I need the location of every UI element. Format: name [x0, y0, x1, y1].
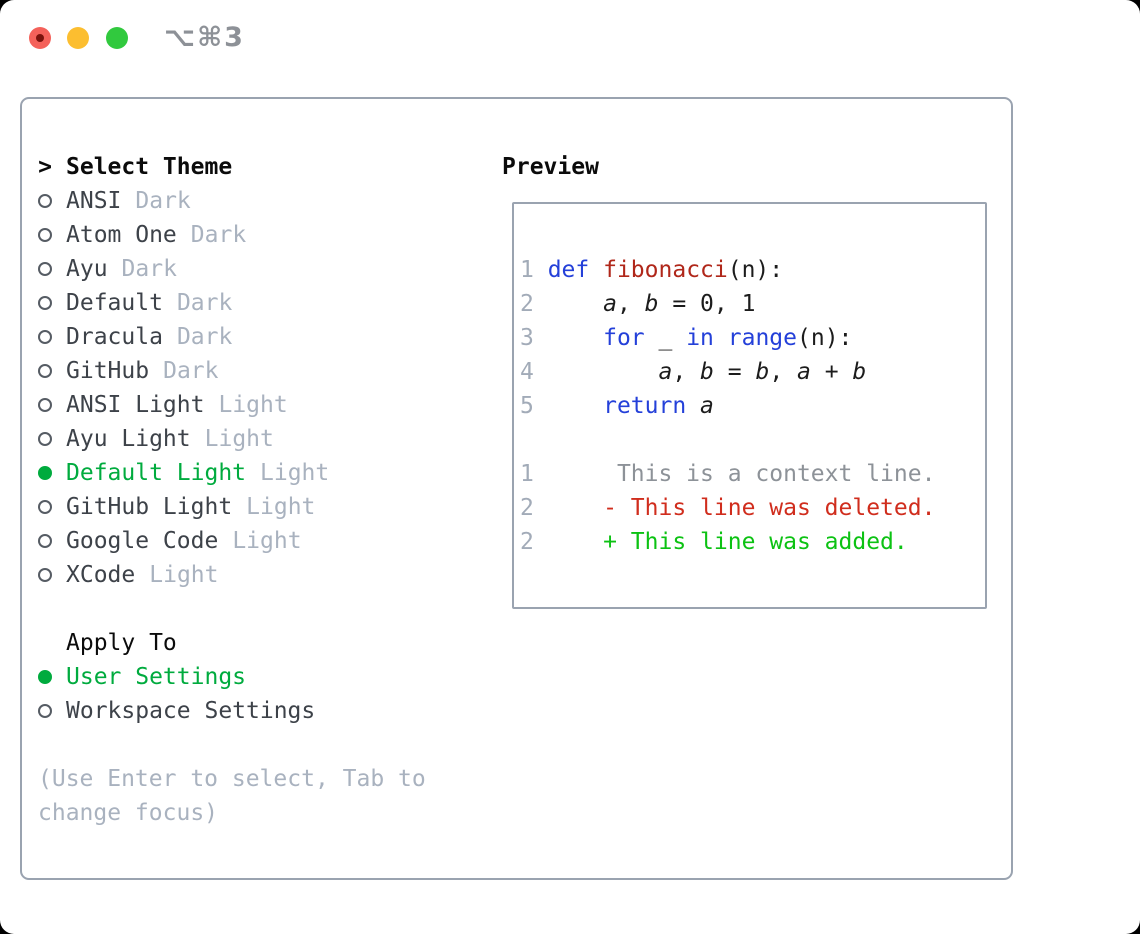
preview-line-5: 5 return a	[520, 393, 714, 419]
radio-icon	[38, 364, 52, 378]
radio-icon	[38, 228, 52, 242]
radio-icon	[38, 466, 52, 480]
line-number: 1	[520, 257, 548, 283]
help-line-1: (Use Enter to select, Tab to	[38, 766, 426, 792]
radio-spacer	[38, 252, 52, 286]
preview-line-6	[520, 423, 985, 457]
radio-spacer	[38, 218, 52, 252]
close-button[interactable]	[29, 27, 51, 49]
radio-spacer	[38, 354, 52, 388]
minimize-button[interactable]	[67, 27, 89, 49]
line-number: 1	[520, 461, 548, 487]
preview-line-3: 3 for _ in range(n):	[520, 325, 853, 351]
radio-icon	[38, 398, 52, 412]
radio-icon	[38, 330, 52, 344]
line-number: 2	[520, 291, 548, 317]
radio-icon	[38, 670, 52, 684]
preview-title: Preview	[502, 154, 599, 180]
radio-icon	[38, 432, 52, 446]
line-number: 2	[520, 529, 548, 555]
radio-spacer	[38, 388, 52, 422]
theme-list-header-row: > Select Theme	[38, 150, 329, 184]
selection-caret-icon: >	[38, 154, 52, 180]
preview-line-2: 2 a, b = 0, 1	[520, 291, 756, 317]
preview-line-9: 2 + This line was added.	[520, 529, 908, 555]
preview-line-7: 1 This is a context line.	[520, 461, 936, 487]
zoom-button[interactable]	[106, 27, 128, 49]
radio-icon	[38, 500, 52, 514]
help-line-2: change focus)	[38, 800, 219, 826]
apply-to-option-workspace-settings[interactable]: Workspace Settings	[38, 694, 315, 728]
radio-spacer	[38, 286, 52, 320]
radio-spacer	[38, 694, 52, 728]
apply-to-option-user-settings[interactable]: User Settings	[38, 660, 315, 694]
line-number: 5	[520, 393, 548, 419]
preview-line-8: 2 - This line was deleted.	[520, 495, 936, 521]
radio-spacer	[38, 422, 52, 456]
apply-to-title: Apply To	[66, 630, 177, 656]
line-number: 3	[520, 325, 548, 351]
apply-to-header-row: Apply To	[38, 626, 315, 660]
preview-line-1: 1 def fibonacci(n):	[520, 257, 784, 283]
radio-spacer	[38, 558, 52, 592]
radio-icon	[38, 704, 52, 718]
radio-spacer	[38, 184, 52, 218]
radio-spacer	[38, 320, 52, 354]
line-number: 4	[520, 359, 548, 385]
preview-code-box: 1 def fibonacci(n): 2 a, b = 0, 1 3 for _ …	[512, 202, 987, 609]
radio-icon	[38, 262, 52, 276]
radio-icon	[38, 296, 52, 310]
radio-icon	[38, 568, 52, 582]
help-text: (Use Enter to select, Tab to change focu…	[38, 762, 426, 830]
radio-spacer	[38, 524, 52, 558]
radio-icon	[38, 194, 52, 208]
window-shortcut-label: ⌥⌘3	[164, 22, 245, 53]
radio-spacer	[38, 456, 52, 490]
line-number: 2	[520, 495, 548, 521]
apply-to-header-spacer	[38, 626, 52, 660]
preview-line-4: 4 a, b = b, a + b	[520, 359, 867, 385]
apply-to-options-container: User Settings Workspace Settings	[38, 660, 315, 728]
unsaved-dot-icon	[36, 34, 44, 42]
radio-icon	[38, 534, 52, 548]
radio-spacer	[38, 490, 52, 524]
radio-spacer	[38, 660, 52, 694]
theme-list-title: Select Theme	[66, 154, 233, 180]
apply-to-section: Apply To User Settings Workspace Setting…	[38, 626, 315, 728]
